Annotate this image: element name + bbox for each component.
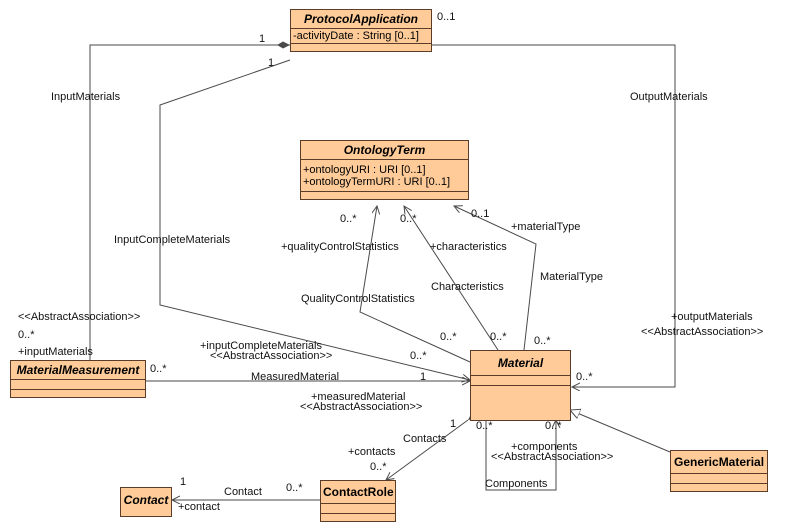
class-operations [671,484,767,491]
assoc-name-quality-control-statistics: QualityControlStatistics [301,293,415,305]
assoc-name-contact: Contact [224,486,262,498]
stereotype-input-complete-materials: <<AbstractAssociation>> [210,350,333,362]
mult-output-materials-target: 0..* [576,371,593,383]
mult-contact-source: 0..* [286,482,303,494]
class-operations [301,192,468,199]
class-operations [11,390,145,397]
assoc-name-material-type: MaterialType [540,271,603,283]
mult-contact-target: 1 [180,476,187,488]
role-quality-control-statistics: +qualityControlStatistics [281,241,399,253]
class-protocol-application[interactable]: ProtocolApplication -activityDate : Stri… [290,9,432,52]
assoc-name-contacts: Contacts [403,433,447,445]
class-attributes: -activityDate : String [0..1] [291,29,431,44]
class-operations [321,514,395,521]
mult-components-target: 0..* [545,420,562,432]
attribute: +ontologyURI : URI [0..1] [303,164,426,176]
stereotype-measured-material: <<AbstractAssociation>> [300,401,423,413]
connector-material-type[interactable] [454,206,537,351]
role-contact: +contact [178,501,220,513]
class-attributes [471,376,570,386]
class-material-measurement[interactable]: MaterialMeasurement [10,360,146,398]
mult-contacts-source: 1 [450,418,457,430]
class-contact[interactable]: Contact [120,487,172,517]
connector-input-complete-materials[interactable] [159,59,470,380]
mult-input-materials-source: 1 [259,33,266,45]
mult-qcs-source: 0..* [440,331,457,343]
connector-components[interactable] [485,420,556,491]
class-name: Contact [123,493,169,507]
mult-components-source: 0..* [476,420,493,432]
attribute: +ontologyTermURI : URI [0..1] [303,176,451,188]
class-attributes: +ontologyURI : URI [0..1] +ontologyTermU… [301,160,468,192]
assoc-name-components: Components [485,478,548,490]
class-name: GenericMaterial [671,451,767,474]
class-name: Material [471,351,570,376]
mult-measured-material-target: 1 [420,371,427,383]
mult-input-materials-target: 0..* [18,329,35,341]
role-material-type: +materialType [511,221,581,233]
class-attributes [11,380,145,390]
role-characteristics: +characteristics [430,241,507,253]
connector-contacts[interactable] [386,420,468,480]
role-input-complete-materials: +inputCompleteMaterials [200,340,322,352]
mult-characteristics-source: 0..* [490,331,507,343]
role-contacts: +contacts [348,446,396,458]
role-output-materials: +outputMaterials [671,311,753,323]
connector-input-materials[interactable] [90,45,290,365]
class-attributes [671,474,767,484]
class-operations [471,386,570,393]
class-attributes [321,504,395,514]
mult-qcs-target: 0..* [340,213,357,225]
class-contact-role[interactable]: ContactRole [320,480,396,522]
stereotype-output-materials: <<AbstractAssociation>> [641,326,764,338]
mult-input-complete-materials-source: 1 [268,57,275,69]
mult-contacts-target: 0..* [370,461,387,473]
class-name: ContactRole [321,481,395,504]
connector-quality-control-statistics[interactable] [359,206,471,363]
class-generic-material[interactable]: GenericMaterial [670,450,768,492]
assoc-name-input-materials: InputMaterials [51,91,121,103]
role-input-materials: +inputMaterials [18,346,93,358]
class-operations [291,44,431,51]
assoc-name-characteristics: Characteristics [431,281,504,293]
connector-generalization[interactable] [570,410,671,453]
stereotype-components: <<AbstractAssociation>> [491,451,614,463]
mult-output-materials-source: 0..1 [437,11,456,23]
class-name: ProtocolApplication [291,10,431,29]
stereotype-input-materials: <<AbstractAssociation>> [18,311,141,323]
connector-output-materials[interactable] [431,44,676,387]
mult-input-complete-materials-target: 0..* [410,350,427,362]
class-name: OntologyTerm [301,141,468,160]
assoc-name-output-materials: OutputMaterials [630,91,708,103]
mult-material-type-target: 0..1 [471,208,490,220]
mult-characteristics-target: 0..* [400,213,417,225]
mult-material-type-source: 0..* [534,335,551,347]
role-components: +components [511,441,578,453]
class-material[interactable]: Material [470,350,571,421]
mult-measured-material-source: 0..* [150,363,167,375]
class-name: MaterialMeasurement [11,361,145,380]
role-measured-material: +measuredMaterial [311,391,406,403]
assoc-name-input-complete-materials: InputCompleteMaterials [114,234,231,246]
assoc-name-measured-material: MeasuredMaterial [251,371,340,383]
attribute: -activityDate : String [0..1] [293,30,419,42]
connector-characteristics[interactable] [404,206,499,351]
class-ontology-term[interactable]: OntologyTerm +ontologyURI : URI [0..1] +… [300,140,469,200]
